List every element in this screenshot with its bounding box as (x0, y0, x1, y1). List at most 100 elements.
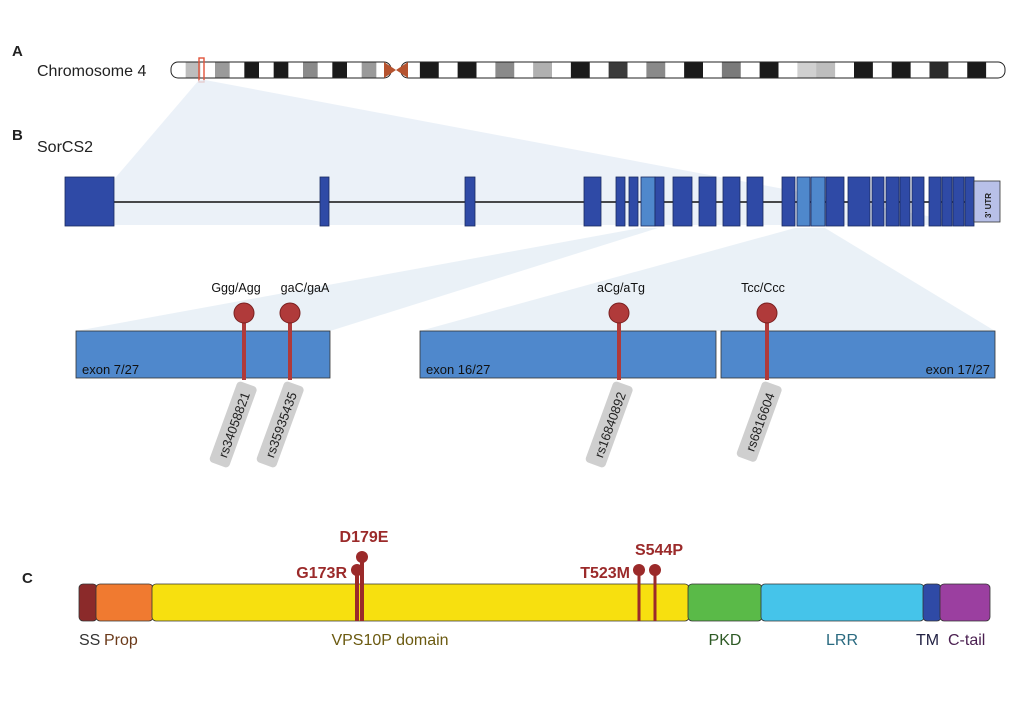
chromosome-band (948, 62, 968, 78)
panel-c-letter: C (22, 570, 33, 587)
gene-exon (583, 176, 602, 227)
gene-exon (810, 176, 826, 227)
utr-block: 3' UTR (973, 180, 1001, 223)
domain-vps10p (151, 583, 690, 622)
gene-exon (615, 176, 626, 227)
chromosome-band (684, 62, 704, 78)
chromosome-band (244, 62, 260, 78)
exon-box-2-label: exon 16/27 (426, 362, 490, 377)
panel-a: A Chromosome 4 (12, 43, 1006, 83)
chromosome-band (514, 62, 534, 78)
exon7-zoom-cone (76, 228, 658, 331)
chromosome-band (778, 62, 798, 78)
gene-exon (847, 176, 871, 227)
chromosome-band (608, 62, 628, 78)
domain-prop-label: Prop (104, 632, 138, 649)
gene-exon (911, 176, 925, 227)
chromosome-band (665, 62, 685, 78)
domain-ctail-label: C-tail (948, 632, 985, 649)
chromosome-band (171, 62, 187, 78)
chromosome-band (721, 62, 742, 78)
chromosome-band (986, 62, 1005, 78)
gene-exon (952, 176, 965, 227)
snp-2-pin-head (279, 302, 301, 324)
chromosome-label: Chromosome 4 (37, 63, 146, 80)
domain-prop (95, 583, 154, 622)
mutation-d179e: D179E (340, 529, 389, 621)
chromosome-band (361, 62, 377, 78)
exon-box-2: exon 16/27 (419, 330, 717, 379)
domain-ss (78, 583, 98, 622)
exon16-17-zoom-cone (420, 228, 995, 331)
chromosome-band (967, 62, 987, 78)
snp-1-pin-head (233, 302, 255, 324)
gene-exon (319, 176, 330, 227)
domain-lrr-label: LRR (826, 632, 858, 649)
snp-4-pin-head (756, 302, 778, 324)
gene-exon (825, 176, 845, 227)
chromosome-band (570, 62, 591, 78)
chromosome-band (495, 62, 515, 78)
exon-box-3-label: exon 17/27 (926, 362, 990, 377)
domain-pkd-label: PKD (709, 632, 742, 649)
utr-label: 3' UTR (984, 193, 993, 218)
gene-exon (796, 176, 811, 227)
chromosome-band (646, 62, 666, 78)
chromosome-band (703, 62, 723, 78)
mutation-g173r-label: G173R (296, 565, 347, 582)
domain-vps10p-label: VPS10P domain (331, 632, 448, 649)
mutation-d179e-head (356, 551, 368, 563)
gene-exon (672, 176, 693, 227)
chromosome-band (438, 62, 459, 78)
gene-exon (698, 176, 717, 227)
chromosome-band (835, 62, 855, 78)
snp-1-change: Ggg/Agg (211, 281, 260, 295)
chromosome-band (929, 62, 949, 78)
snp-3-pin-head (608, 302, 630, 324)
chromosome-band (200, 62, 216, 78)
mutation-t523m-label: T523M (580, 565, 630, 582)
snp-2-change: gaC/gaA (281, 281, 330, 295)
exon-box-1-label: exon 7/27 (82, 362, 139, 377)
chromosome-band (740, 62, 761, 78)
chromosome-band (552, 62, 572, 78)
panel-b-letter: B (12, 127, 23, 144)
chromosome-band (627, 62, 647, 78)
chromosome-band (854, 62, 874, 78)
exon-box-1: exon 7/27 (75, 330, 331, 379)
gene-label: SorCS2 (37, 139, 93, 156)
gene-exon (64, 176, 115, 227)
chromosome-band (457, 62, 477, 78)
gene-exon (928, 176, 942, 227)
panel-a-letter: A (12, 43, 23, 60)
domain-lrr (760, 583, 925, 622)
gene-exon (640, 176, 656, 227)
domain-pkd (687, 583, 763, 622)
domain-ss-label: SS (79, 632, 100, 649)
chromosome-band (259, 62, 275, 78)
gene-exon (722, 176, 741, 227)
mutation-s544p-label: S544P (635, 542, 683, 559)
gene-structure (64, 176, 975, 227)
chromosome-band (872, 62, 893, 78)
chromosome-band (332, 62, 348, 78)
chromosome-band (797, 62, 817, 78)
chromosome-band (476, 62, 496, 78)
chromosome-band (215, 62, 231, 78)
gene-exon (899, 176, 911, 227)
domain-tm-label: TM (916, 632, 939, 649)
chromosome-band (317, 62, 333, 78)
mutation-t523m-head (633, 564, 645, 576)
gene-exon (464, 176, 476, 227)
snp-3-change: aCg/aTg (597, 281, 645, 295)
chromosome-band (816, 62, 836, 78)
chromosome-ideogram (170, 57, 1006, 83)
snp-4-change: Tcc/Ccc (741, 281, 785, 295)
mutation-t523m: T523M (580, 564, 645, 621)
chromosome-band (759, 62, 779, 78)
chromosome-band (185, 62, 201, 78)
protein-domains (78, 583, 991, 622)
domain-tm (922, 583, 942, 622)
chromosome-band (229, 62, 245, 78)
